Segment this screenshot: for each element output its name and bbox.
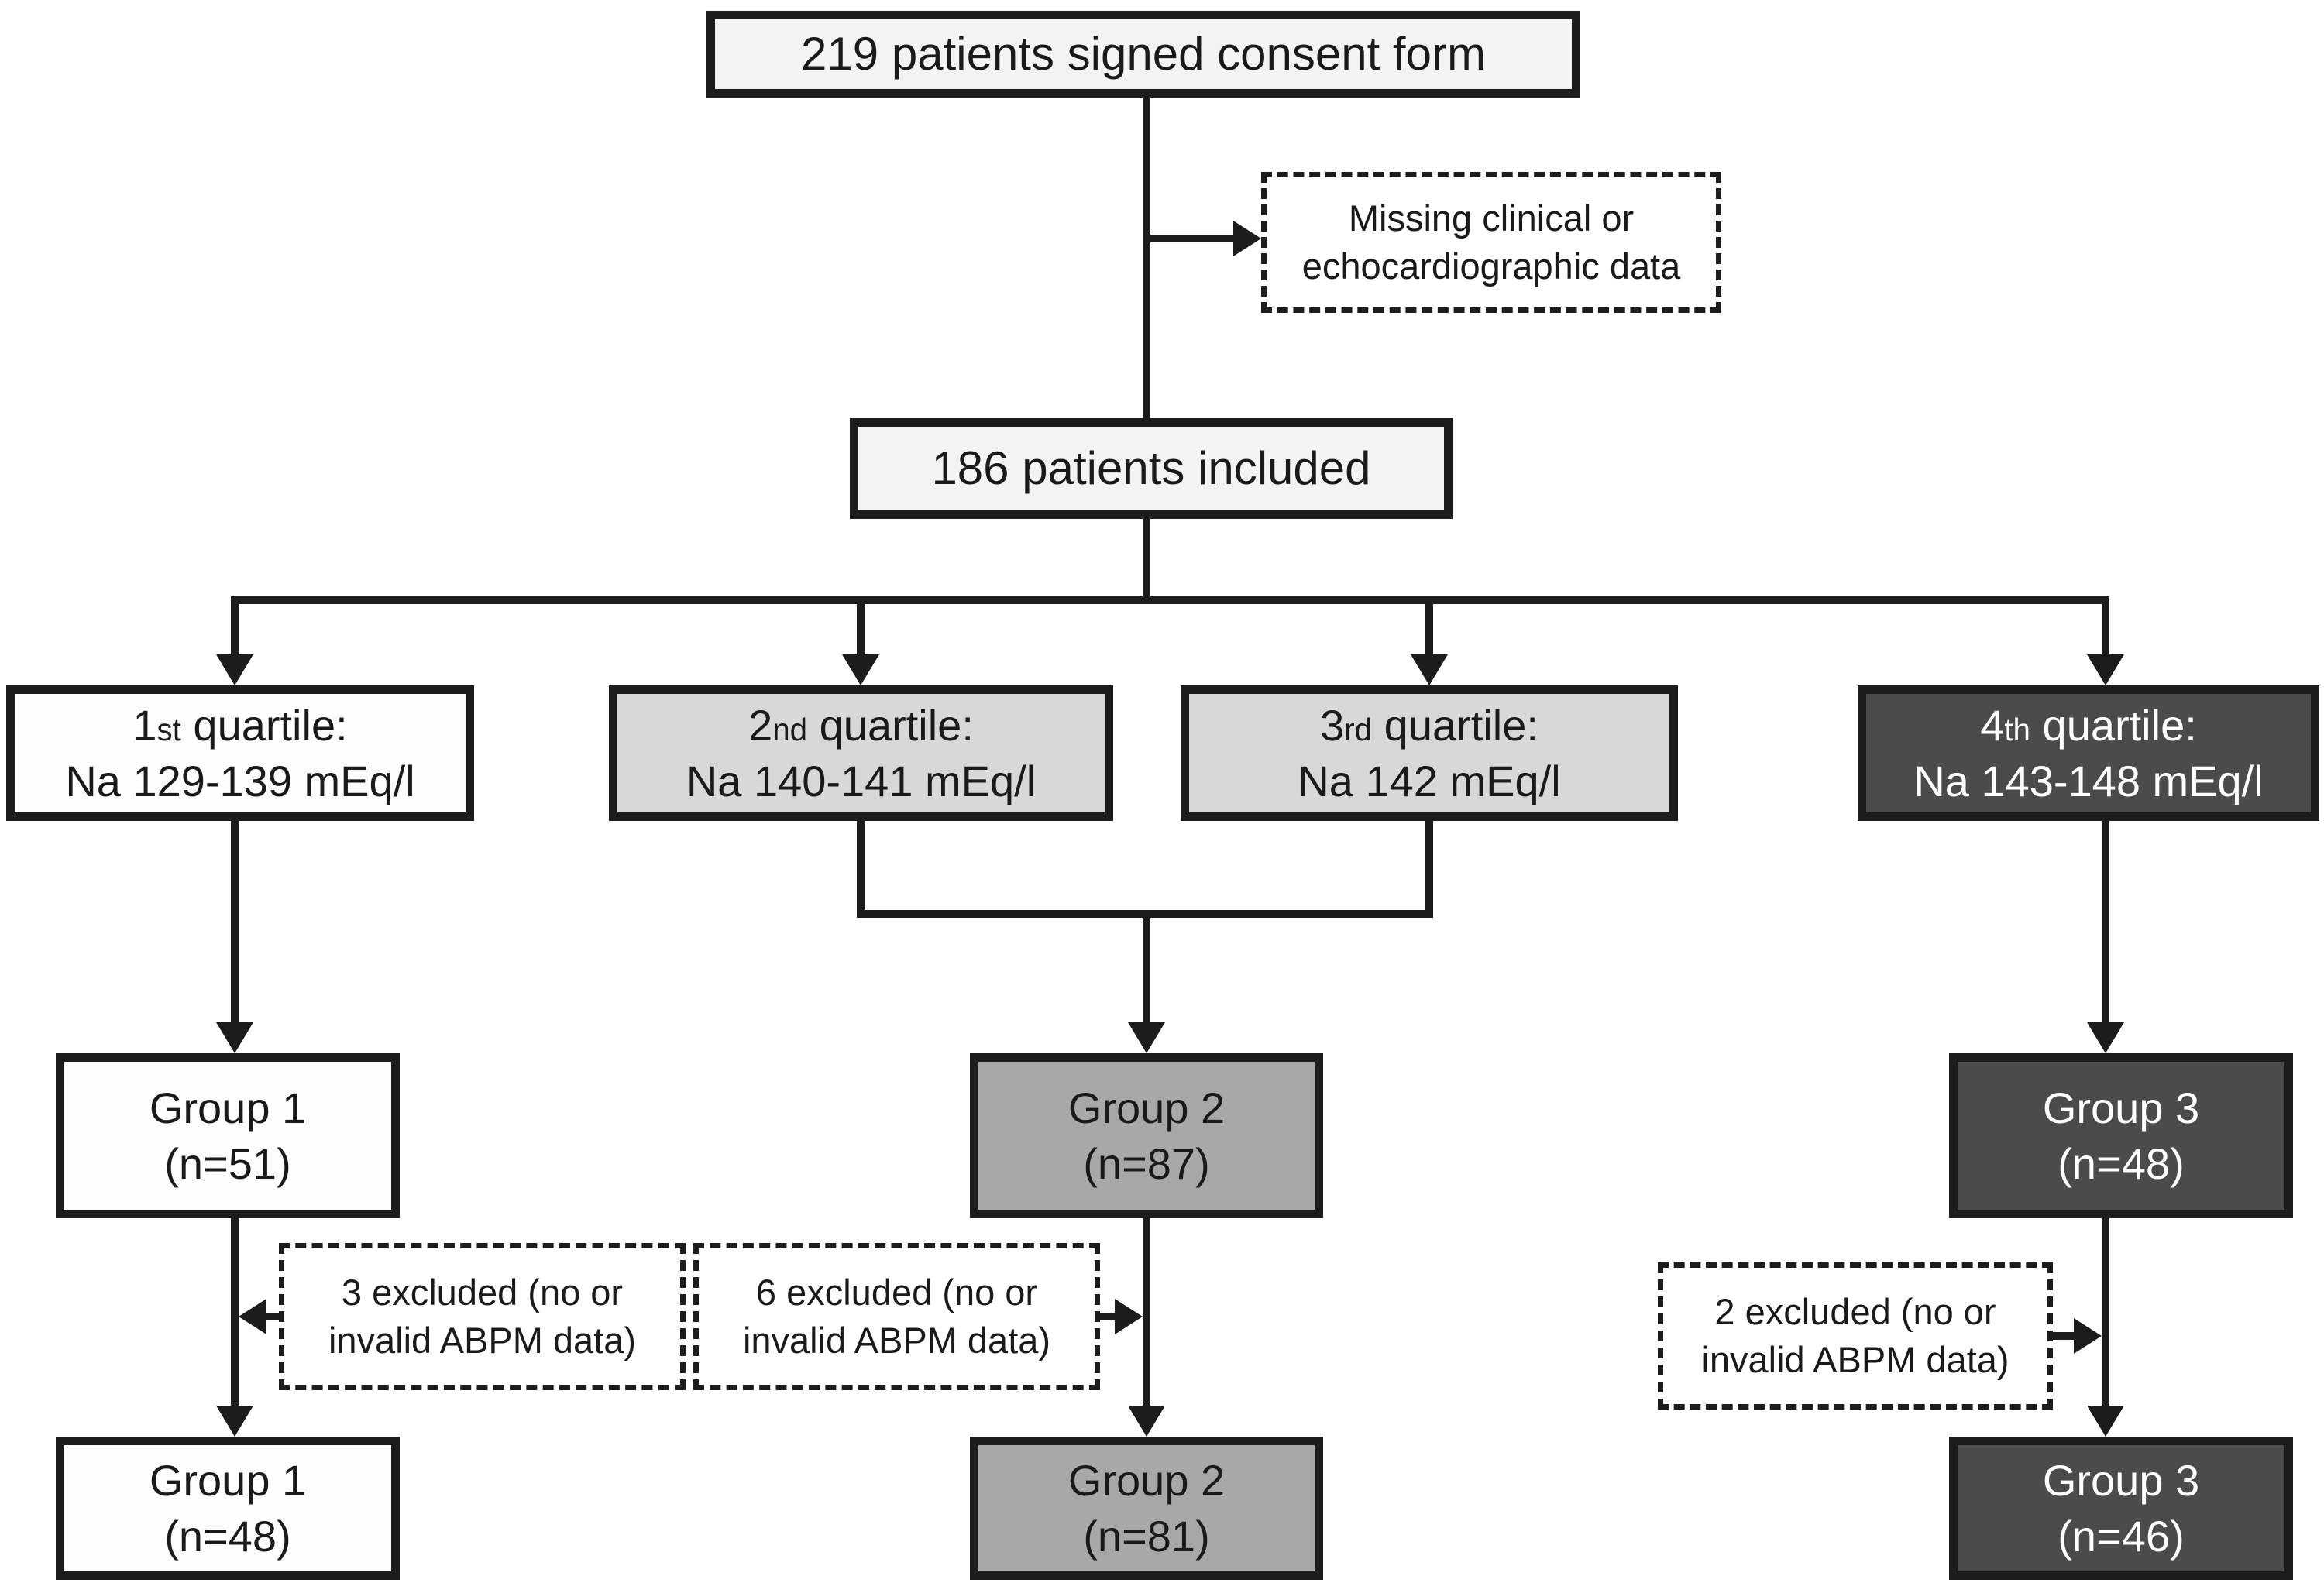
- exclusion-3-line1: 2 excluded (no or: [1714, 1290, 1996, 1332]
- quartile-4-title: 4th quartile:: [1980, 698, 2197, 753]
- missing-line2: echocardiographic data: [1301, 246, 1681, 287]
- quartile-2-title: 2nd quartile:: [748, 698, 974, 753]
- quartile-1-title: 1st quartile:: [132, 698, 347, 753]
- arrowhead-group2-icon: [1128, 1022, 1165, 1053]
- line-merge-to-group2: [1143, 910, 1150, 1026]
- group1-initial-n: (n=51): [164, 1138, 291, 1188]
- line-exclusion1-connector: [262, 1313, 282, 1320]
- quartile-3-ordinal: rd: [1344, 712, 1373, 748]
- line-quartile1-to-group1: [231, 821, 239, 1026]
- quartile-3-title: 3rd quartile:: [1320, 698, 1538, 753]
- node-missing-data: Missing clinical or echocardiographic da…: [1261, 172, 1721, 313]
- node-group1-initial: Group 1 (n=51): [56, 1053, 400, 1218]
- node-group2-final: Group 2 (n=81): [970, 1437, 1323, 1580]
- node-quartile-1: 1st quartile: Na 129-139 mEq/l: [6, 685, 474, 821]
- arrowhead-exclusion2-icon: [1115, 1299, 1143, 1334]
- line-exclusion2-connector: [1098, 1313, 1119, 1320]
- group2-initial-label: Group 2: [1067, 1083, 1226, 1133]
- missing-line1: Missing clinical or: [1348, 197, 1635, 239]
- quartile-2-word: quartile:: [807, 701, 974, 750]
- quartile-4-word: quartile:: [2030, 701, 2197, 750]
- line-quartile4-to-group3: [2102, 821, 2109, 1026]
- exclusion-1-line1: 3 excluded (no or: [341, 1271, 624, 1313]
- exclusion-1-line2: invalid ABPM data): [328, 1320, 637, 1361]
- quartile-4-ordinal: th: [2004, 712, 2030, 748]
- group2-initial-n: (n=87): [1083, 1138, 1210, 1188]
- quartile-3-num: 3: [1320, 701, 1345, 750]
- node-consent: 219 patients signed consent form: [706, 11, 1580, 98]
- arrowhead-quartile-2-icon: [842, 654, 879, 685]
- quartile-2-range: Na 140-141 mEq/l: [686, 756, 1037, 805]
- quartile-4-num: 4: [1980, 701, 2005, 750]
- arrowhead-final-group1-icon: [216, 1406, 253, 1437]
- arrowhead-exclusion1-icon: [239, 1299, 266, 1334]
- node-group3-final: Group 3 (n=46): [1949, 1437, 2293, 1580]
- quartile-3-range: Na 142 mEq/l: [1298, 756, 1561, 805]
- group3-initial-n: (n=48): [2058, 1138, 2185, 1188]
- line-drop-quartile-4: [2102, 596, 2109, 660]
- group3-initial-label: Group 3: [2042, 1083, 2200, 1133]
- line-drop-quartile-2: [857, 596, 865, 660]
- consent-label: 219 patients signed consent form: [801, 27, 1486, 80]
- quartile-1-range: Na 129-139 mEq/l: [65, 756, 415, 805]
- quartile-3-word: quartile:: [1372, 701, 1538, 750]
- line-quartile3-merge-stub: [1425, 821, 1433, 918]
- line-exclusion3-connector: [2051, 1332, 2076, 1340]
- group3-final-label: Group 3: [2042, 1456, 2200, 1506]
- node-group2-initial: Group 2 (n=87): [970, 1053, 1323, 1218]
- exclusion-2-line1: 6 excluded (no or: [755, 1271, 1038, 1313]
- node-exclusion-2: 6 excluded (no or invalid ABPM data): [693, 1243, 1100, 1390]
- node-quartile-2: 2nd quartile: Na 140-141 mEq/l: [609, 685, 1113, 821]
- line-included-to-branch: [1143, 519, 1150, 603]
- arrowhead-group1-icon: [216, 1022, 253, 1053]
- arrowhead-final-group2-icon: [1128, 1406, 1165, 1437]
- quartile-1-word: quartile:: [180, 701, 348, 750]
- group2-final-n: (n=81): [1083, 1511, 1210, 1561]
- quartile-2-num: 2: [748, 701, 773, 750]
- quartile-1-num: 1: [132, 701, 157, 750]
- line-group1-to-final1: [231, 1218, 239, 1410]
- quartile-1-ordinal: st: [156, 712, 181, 748]
- node-exclusion-1: 3 excluded (no or invalid ABPM data): [279, 1243, 686, 1390]
- group3-final-n: (n=46): [2058, 1511, 2185, 1561]
- group1-final-n: (n=48): [164, 1511, 291, 1561]
- line-consent-to-included: [1143, 98, 1150, 418]
- group2-final-label: Group 2: [1067, 1456, 1226, 1506]
- line-quartile-branch: [231, 596, 2109, 604]
- group1-final-label: Group 1: [149, 1456, 307, 1506]
- quartile-2-ordinal: nd: [772, 712, 808, 748]
- line-drop-quartile-1: [231, 596, 239, 660]
- node-group1-final: Group 1 (n=48): [56, 1437, 400, 1580]
- line-drop-quartile-3: [1425, 596, 1433, 660]
- node-quartile-3: 3rd quartile: Na 142 mEq/l: [1181, 685, 1678, 821]
- arrowhead-quartile-1-icon: [216, 654, 253, 685]
- node-group3-initial: Group 3 (n=48): [1949, 1053, 2293, 1218]
- line-branch-to-missing: [1147, 235, 1236, 242]
- node-exclusion-3: 2 excluded (no or invalid ABPM data): [1658, 1262, 2053, 1410]
- quartile-4-range: Na 143-148 mEq/l: [1913, 756, 2264, 805]
- line-quartile2-merge-stub: [857, 821, 865, 918]
- line-group2-to-final2: [1143, 1218, 1150, 1410]
- arrowhead-exclusion3-icon: [2074, 1318, 2102, 1354]
- exclusion-2-line2: invalid ABPM data): [742, 1320, 1051, 1361]
- line-group3-to-final3: [2102, 1218, 2109, 1410]
- arrowhead-into-missing-icon: [1233, 221, 1261, 256]
- group1-initial-label: Group 1: [149, 1083, 307, 1133]
- node-included: 186 patients included: [850, 418, 1452, 519]
- arrowhead-quartile-3-icon: [1411, 654, 1448, 685]
- arrowhead-group3-icon: [2087, 1022, 2124, 1053]
- exclusion-3-line2: invalid ABPM data): [1701, 1339, 2009, 1380]
- included-label: 186 patients included: [931, 441, 1371, 494]
- arrowhead-quartile-4-icon: [2087, 654, 2124, 685]
- arrowhead-final-group3-icon: [2087, 1406, 2124, 1437]
- node-quartile-4: 4th quartile: Na 143-148 mEq/l: [1858, 685, 2319, 821]
